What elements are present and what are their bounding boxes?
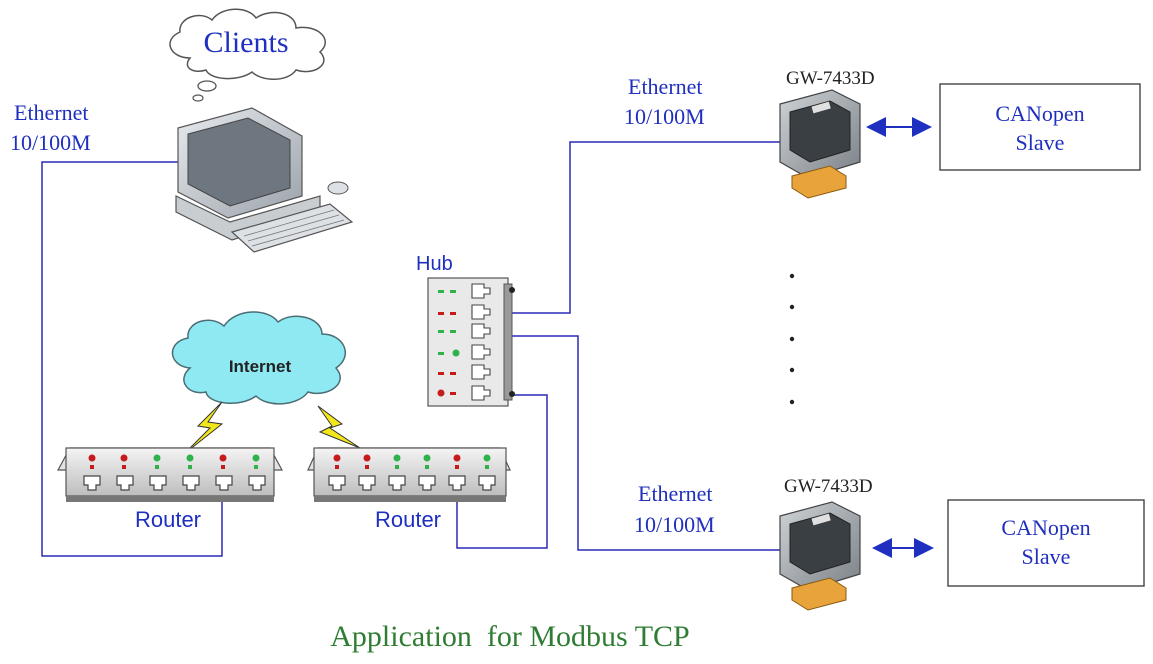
router-right-label: Router [375, 507, 441, 532]
slave-bottom-box: CANopen Slave [947, 499, 1145, 587]
top-ethernet-line1: Ethernet [628, 74, 703, 99]
ellipsis-dots [789, 273, 795, 405]
internet-cloud: Internet [171, 311, 347, 405]
router-left-label: Router [135, 507, 201, 532]
pc-ethernet-line2: 10/100M [10, 130, 91, 155]
wire-hub-to-gateway-top [500, 141, 782, 314]
clients-label: Clients [203, 26, 288, 59]
bottom-ethernet-line1: Ethernet [638, 481, 713, 506]
lightning-bolt-left-icon [183, 401, 224, 455]
client-pc-icon [175, 107, 354, 253]
wire-router-to-hub [456, 394, 548, 549]
router-left-icon [56, 447, 284, 502]
clients-cloud: Clients [169, 8, 326, 102]
router-right-icon [307, 447, 511, 502]
internet-label: Internet [229, 357, 292, 376]
gateway-top-label: GW-7433D [786, 68, 875, 89]
hub-icon [427, 277, 515, 407]
pc-ethernet-line1: Ethernet [14, 100, 89, 125]
bottom-ethernet-line2: 10/100M [634, 512, 715, 537]
diagram-title: Application for Modbus TCP [330, 620, 689, 653]
wire-hub-to-gateway-bottom [500, 335, 790, 551]
slave-bottom-line1: CANopen [1001, 515, 1090, 540]
lightning-bolt-right-icon [317, 405, 361, 449]
slave-top-line1: CANopen [995, 101, 1084, 126]
top-ethernet-line2: 10/100M [624, 104, 705, 129]
slave-bottom-line2: Slave [1022, 544, 1071, 569]
wire-pc-to-router [41, 161, 223, 557]
hub-label: Hub [416, 253, 453, 275]
slave-top-line2: Slave [1016, 130, 1065, 155]
gateway-top-icon [779, 89, 861, 199]
network-wires [41, 141, 790, 557]
slave-top-box: CANopen Slave [939, 83, 1141, 171]
gateway-bottom-icon [779, 501, 861, 611]
gateway-bottom-label: GW-7433D [784, 476, 873, 497]
